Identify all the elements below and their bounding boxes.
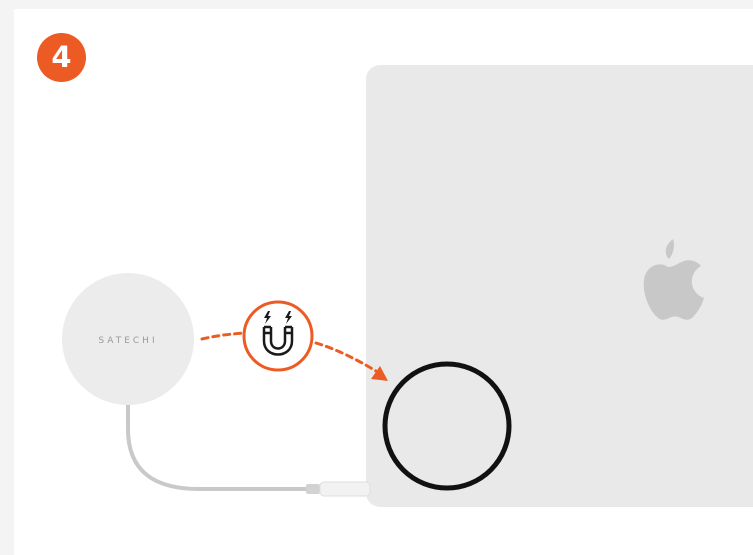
charger-cable [128,405,310,489]
magnetic-charger-illustration: SATECHI [14,9,753,555]
laptop-lid [366,65,753,507]
usb-c-connector [306,482,370,496]
charger-brand-label: SATECHI [98,336,157,346]
illustration-canvas: 4 SATECHI [14,9,753,555]
magnet-badge [244,302,312,370]
